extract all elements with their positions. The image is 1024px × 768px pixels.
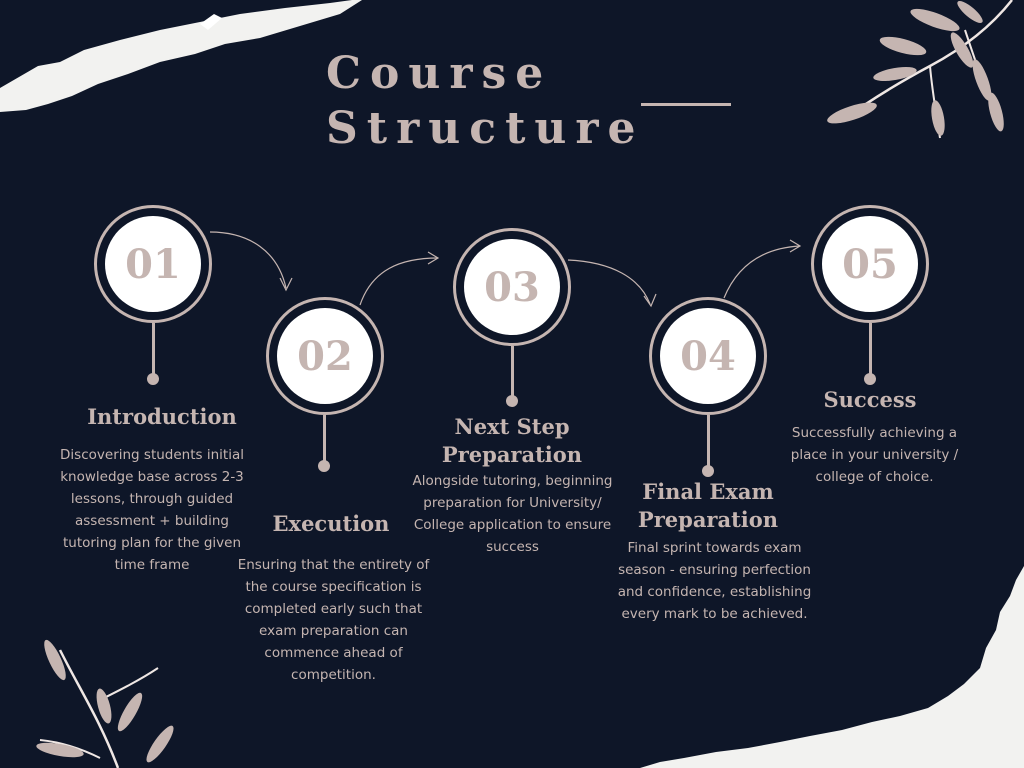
leaves-top-right-icon <box>827 0 1013 139</box>
step-01-circle: 01 <box>94 205 212 323</box>
step-02-circle-inner: 02 <box>277 308 373 404</box>
step-04-title: Final Exam Preparation <box>637 479 779 532</box>
step-04-circle-inner: 04 <box>660 308 756 404</box>
step-02-title: Execution <box>272 511 390 536</box>
step-05-number: 05 <box>842 240 898 288</box>
step-05-circle-inner: 05 <box>822 216 918 312</box>
title-line-1: Course <box>326 48 553 99</box>
step-04-stem <box>707 415 710 467</box>
step-01-number: 01 <box>125 240 181 288</box>
page-title: Course Structure <box>326 46 645 156</box>
torn-paper-top-left <box>0 0 362 112</box>
step-03-dot <box>506 395 518 407</box>
step-04-circle: 04 <box>649 297 767 415</box>
step-02-number: 02 <box>297 332 353 380</box>
step-01-description: Discovering students initial knowledge b… <box>60 447 244 573</box>
step-03-stem <box>511 346 514 398</box>
step-05-stem <box>869 323 872 375</box>
step-04-dot <box>702 465 714 477</box>
step-02-circle: 02 <box>266 297 384 415</box>
step-03-number: 03 <box>484 263 540 311</box>
step-01-stem <box>152 323 155 375</box>
step-05-circle: 05 <box>811 205 929 323</box>
step-04-number: 04 <box>680 332 736 380</box>
step-02-dot <box>318 460 330 472</box>
step-01-circle-inner: 01 <box>105 216 201 312</box>
step-03-circle: 03 <box>453 228 571 346</box>
title-line-2: Structure <box>326 103 645 154</box>
step-02-stem <box>323 415 326 463</box>
leaves-bottom-left-icon <box>36 639 174 768</box>
arrow-03-04 <box>567 259 651 305</box>
step-01-title: Introduction <box>87 404 237 429</box>
step-02-description: Ensuring that the entirety of the course… <box>237 557 430 683</box>
torn-paper-bottom-right <box>640 566 1024 768</box>
step-05-description: Successfully achieving a place in your u… <box>790 425 959 485</box>
arrow-02-03 <box>359 257 439 306</box>
arrow-04-05 <box>723 245 801 299</box>
title-underline <box>641 103 731 106</box>
step-03-description: Alongside tutoring, beginning preparatio… <box>412 473 613 555</box>
step-05-dot <box>864 373 876 385</box>
step-01-dot <box>147 373 159 385</box>
step-03-title: Next Step Preparation <box>441 414 583 467</box>
step-04-description: Final sprint towards exam season - ensur… <box>617 540 812 622</box>
arrow-01-02 <box>209 231 287 289</box>
step-03-circle-inner: 03 <box>464 239 560 335</box>
connector-arrows <box>209 231 802 308</box>
step-05-title: Success <box>823 387 917 412</box>
